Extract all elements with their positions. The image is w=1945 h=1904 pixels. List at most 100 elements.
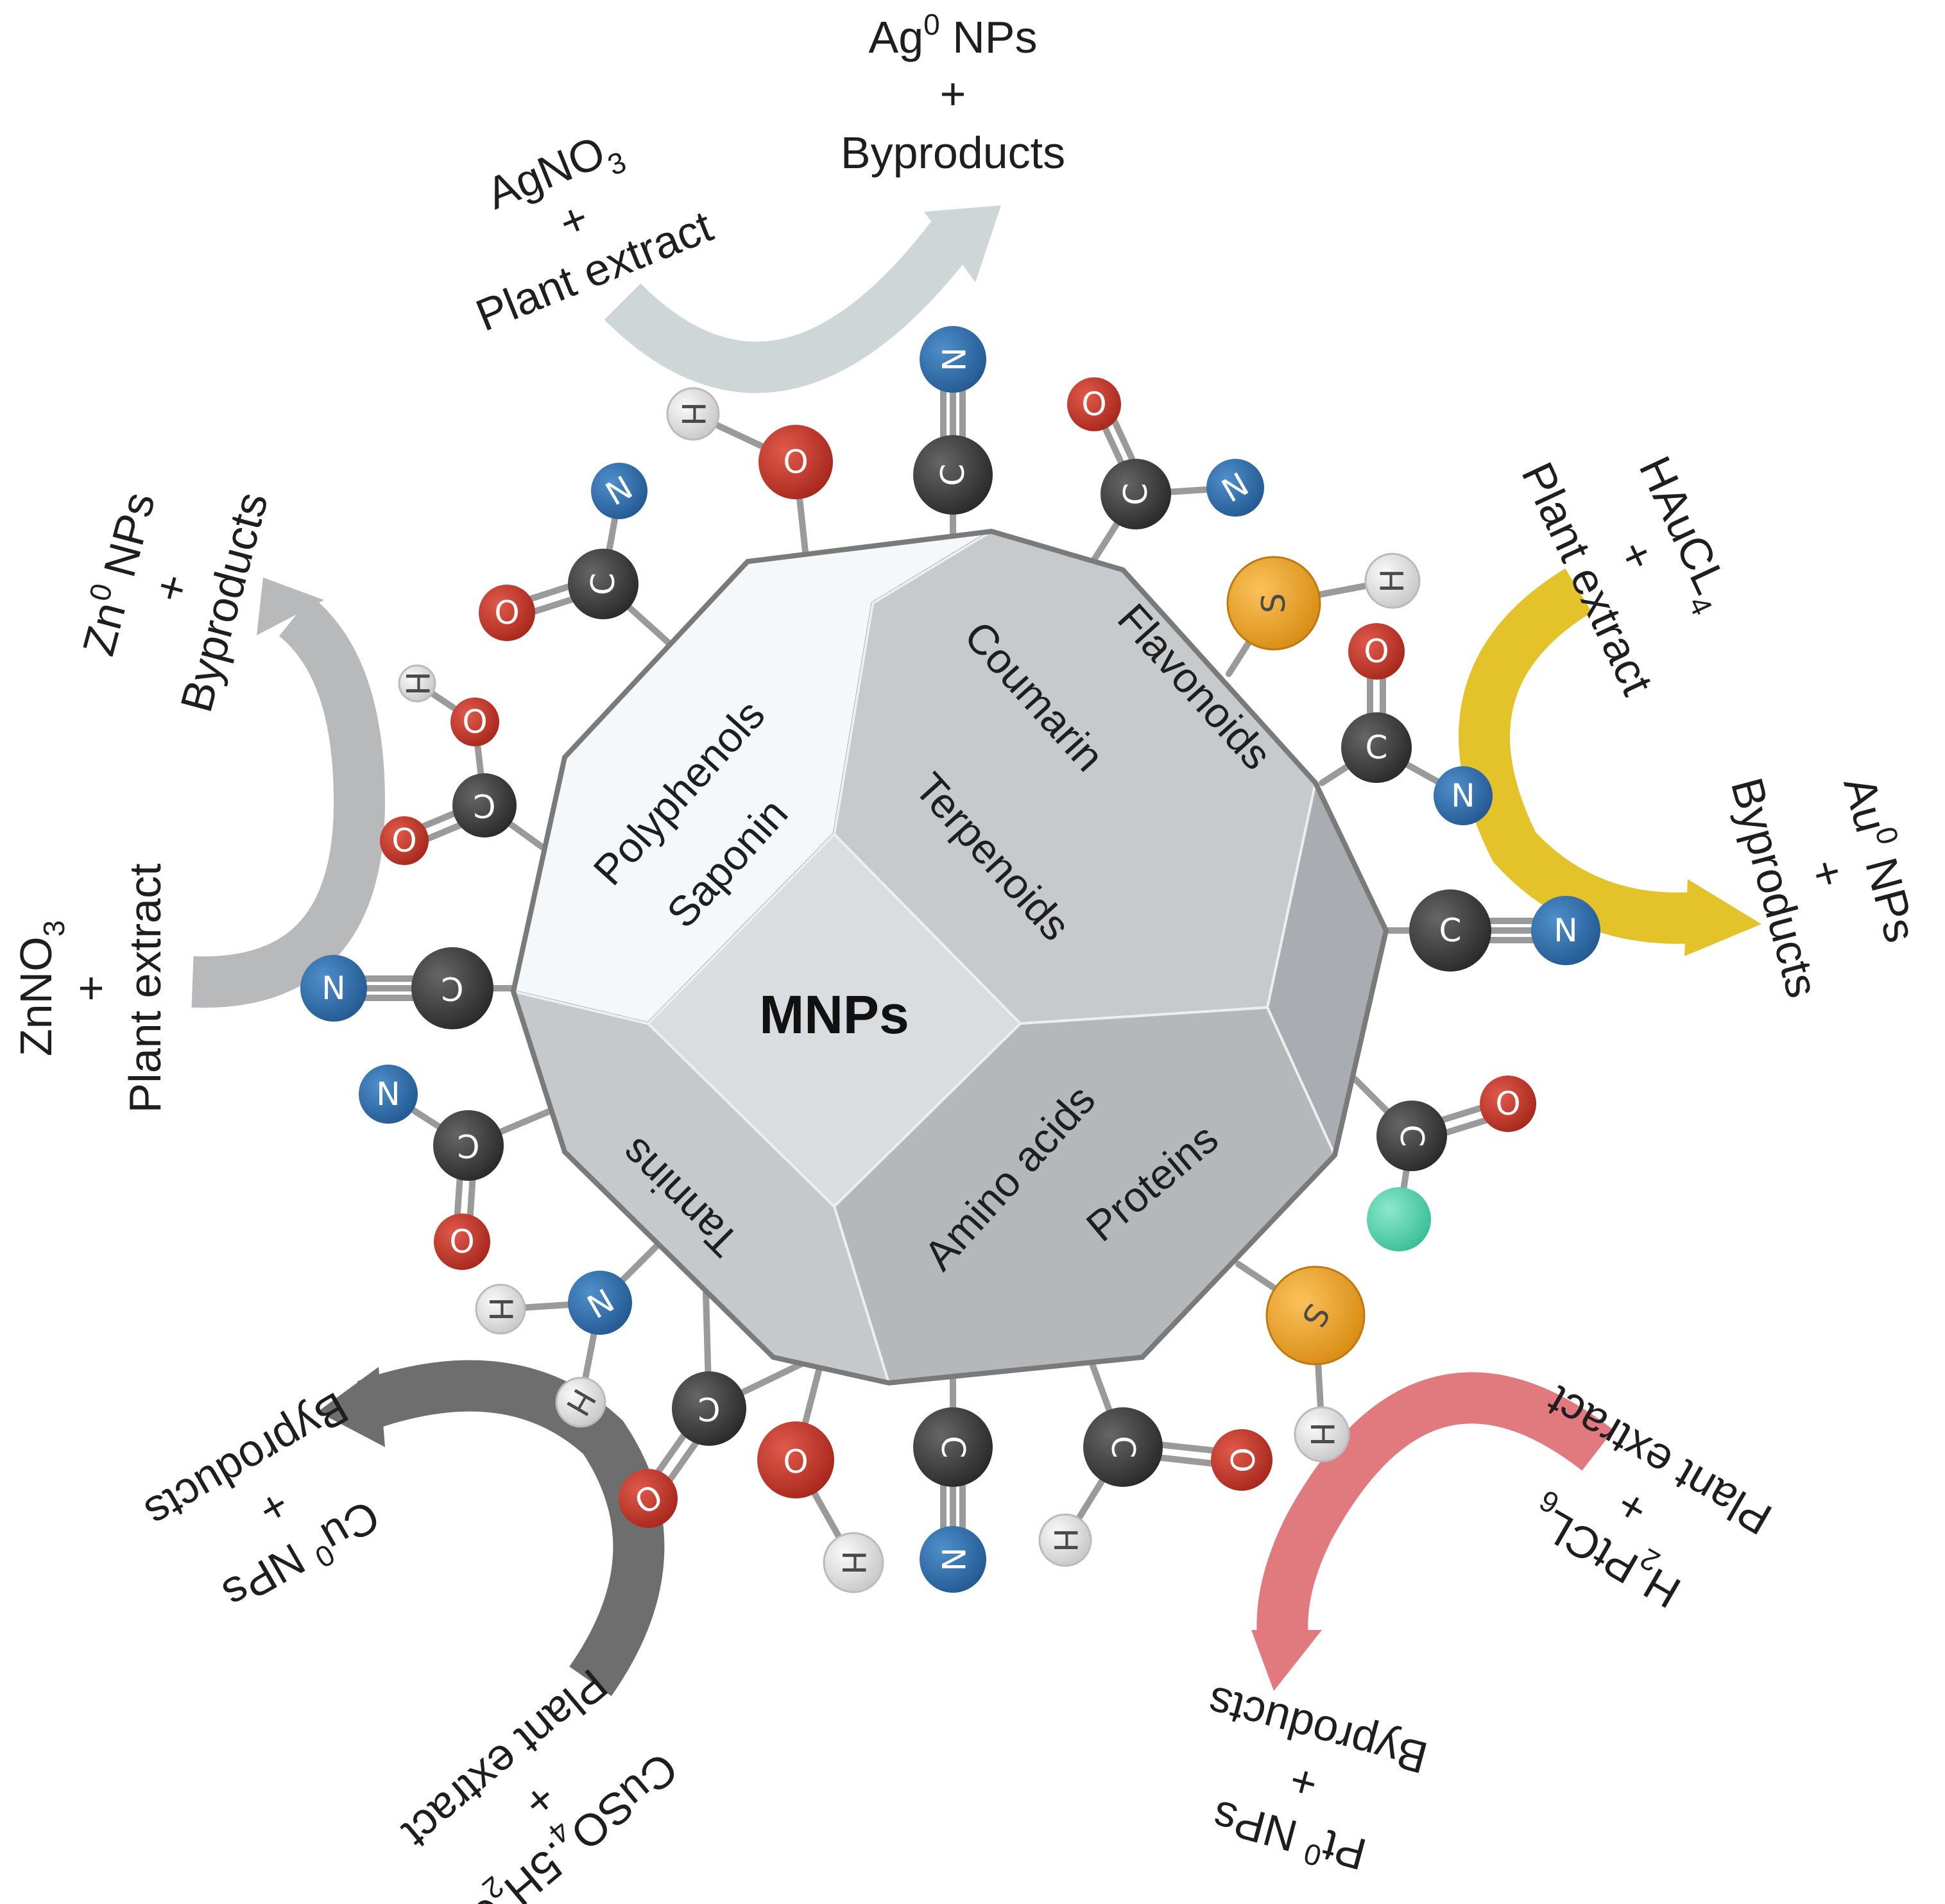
svg-text:O: O [494, 594, 519, 631]
platinum-products: Pt0 NPs + Byproducts [1203, 1677, 1432, 1880]
svg-text:N: N [376, 1076, 400, 1113]
oxygen-atom: O [479, 585, 535, 641]
oxygen-atom: O [450, 698, 499, 746]
oxygen-atom: O [757, 1421, 834, 1498]
svg-text:O: O [391, 822, 416, 859]
svg-text:O: O [462, 703, 487, 741]
svg-text:C: C [934, 1436, 972, 1459]
svg-text:+: + [1284, 1755, 1323, 1810]
svg-text:Ag0 NPs: Ag0 NPs [869, 8, 1038, 62]
svg-text:+: + [1800, 854, 1855, 893]
svg-text:S: S [1255, 593, 1292, 613]
carbon-atom: C [1083, 1407, 1163, 1487]
hydrogen-atom: H [398, 664, 436, 703]
gold-reactants: HAuCL4 + Plant extract [1512, 449, 1743, 702]
svg-text:N: N [934, 1547, 972, 1571]
carbon-atom: C [1341, 712, 1412, 783]
svg-text:H: H [835, 1550, 872, 1575]
svg-text:+: + [144, 569, 199, 607]
nitrogen-atom: N [1206, 459, 1264, 517]
hydrogen-atom: H [823, 1532, 884, 1593]
copper-arrow [318, 1360, 665, 1696]
carbon-atom: C [1101, 459, 1171, 529]
svg-text:C: C [1104, 1436, 1142, 1459]
svg-text:O: O [449, 1223, 474, 1260]
silver-arrow [604, 205, 1001, 393]
gold-arrow [1459, 568, 1761, 956]
nitrogen-atom: N [591, 463, 647, 519]
zinc-products: Zn0 NPs + Byproducts [69, 486, 277, 717]
hydrogen-atom: H [1038, 1513, 1092, 1567]
carbon-atom: C [913, 1407, 993, 1487]
nitrogen-atom: N [1434, 766, 1493, 825]
svg-text:H: H [1047, 1528, 1084, 1552]
nitrogen-atom: N [920, 1526, 986, 1593]
svg-text:O: O [1364, 633, 1389, 670]
carbon-atom: C [1409, 889, 1491, 972]
svg-text:O: O [1495, 1085, 1520, 1122]
svg-text:C: C [474, 787, 496, 824]
silver-products: Ag0 NPs + Byproducts [841, 8, 1065, 178]
atoms: O H C N O C N S H O C N C N C O S H C O … [300, 326, 1600, 1593]
svg-text:ZnNO3: ZnNO3 [11, 920, 71, 1056]
svg-text:+: + [553, 192, 595, 248]
carbon-atom: C [913, 435, 993, 515]
svg-text:Zn0 NPs: Zn0 NPs [69, 486, 164, 660]
zinc-arrow [191, 578, 386, 1008]
svg-text:C: C [934, 464, 972, 486]
svg-text:+: + [1608, 1479, 1656, 1536]
svg-text:N: N [321, 970, 345, 1007]
svg-text:O: O [1223, 1447, 1260, 1472]
svg-text:N: N [934, 347, 972, 371]
platinum-arrow [1251, 1372, 1614, 1691]
hydrogen-atom: H [555, 1377, 606, 1428]
nitrogen-atom: N [359, 1065, 418, 1124]
carbon-atom: C [1376, 1101, 1447, 1171]
oxygen-atom: O [1348, 623, 1405, 680]
svg-text:H2PtCL6: H2PtCL6 [1521, 1484, 1693, 1618]
oxygen-atom: O [1480, 1076, 1536, 1132]
svg-text:C: C [1439, 912, 1462, 949]
svg-text:Byproducts: Byproducts [841, 128, 1065, 178]
oxygen-atom: O [434, 1214, 490, 1270]
oxygen-atom: O [619, 1469, 678, 1528]
svg-text:O: O [1081, 386, 1106, 423]
copper-reactants: CuSO4.5H20 + Plant extract [393, 1660, 687, 1904]
svg-text:HAuCL4: HAuCL4 [1621, 449, 1743, 620]
svg-text:N: N [1451, 777, 1475, 814]
center-label: MNPs [759, 984, 909, 1045]
svg-text:H: H [674, 402, 712, 426]
oxygen-atom: O [1067, 377, 1121, 431]
nitrogen-atom: N [1531, 896, 1600, 965]
svg-text:C: C [1366, 729, 1388, 766]
zinc-reactants: ZnNO3 + Plant extract [11, 863, 170, 1113]
carbon-atom: C [452, 773, 517, 837]
silver-reactants: AgNO3 + Plant extract [469, 121, 719, 341]
svg-text:+: + [940, 69, 966, 119]
sulfur-atom: S [1226, 556, 1321, 651]
svg-text:H: H [398, 671, 436, 696]
svg-text:C: C [698, 1390, 721, 1427]
svg-text:O: O [783, 443, 808, 481]
oxygen-atom: O [758, 425, 833, 499]
svg-text:+: + [250, 1479, 298, 1536]
svg-text:N: N [1554, 912, 1577, 949]
svg-text:C: C [1117, 483, 1154, 506]
nitrogen-atom: N [920, 326, 986, 393]
svg-text:H: H [482, 1297, 519, 1321]
fluorine-like-atom [1367, 1187, 1431, 1251]
hydrogen-atom: H [475, 1283, 526, 1335]
svg-text:C: C [1393, 1125, 1430, 1147]
svg-text:H: H [1303, 1422, 1341, 1446]
svg-text:H: H [1374, 569, 1411, 593]
svg-text:C: C [441, 970, 464, 1007]
svg-text:+: + [1609, 533, 1665, 578]
nitrogen-atom: N [300, 955, 367, 1022]
oxygen-atom: O [1211, 1429, 1272, 1491]
svg-text:C: C [585, 573, 622, 596]
hydrogen-atom: H [666, 387, 720, 441]
hydrogen-atom: H [1294, 1406, 1350, 1462]
svg-text:AgNO3: AgNO3 [479, 121, 630, 228]
